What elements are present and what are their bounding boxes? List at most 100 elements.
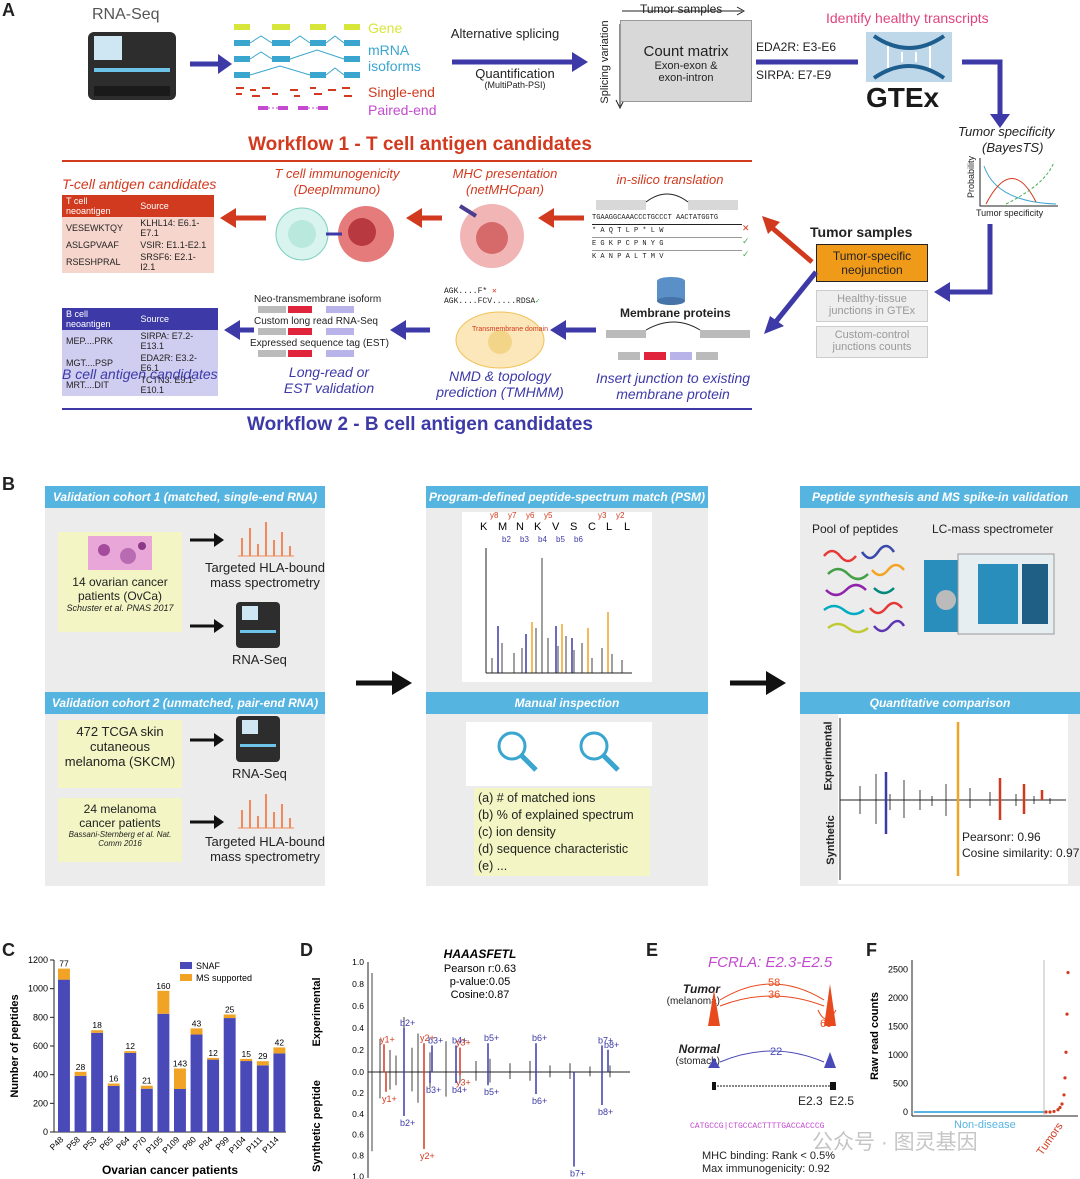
x-tick-label: P58 bbox=[64, 1134, 82, 1152]
x-tick-label: P65 bbox=[97, 1134, 115, 1152]
y-tick-label: 0 bbox=[43, 1127, 48, 1137]
arrow-red-3 bbox=[538, 208, 584, 228]
y-tick-label: 1500 bbox=[888, 1022, 908, 1032]
bayests-plot bbox=[979, 158, 1058, 207]
b-ion-label: b5 bbox=[556, 535, 565, 544]
peptide-letter: L bbox=[624, 521, 630, 533]
ion-label-top: b3+ bbox=[428, 1035, 443, 1045]
arrow-b3 bbox=[190, 733, 224, 747]
tcell-header-0: T cell neoantigen bbox=[66, 196, 111, 216]
bar-data-label: 12 bbox=[208, 1048, 218, 1058]
arrow-red-4 bbox=[762, 216, 814, 264]
quant-comparison-plot bbox=[838, 714, 1068, 884]
peptide-letter: V bbox=[552, 521, 560, 533]
legend-label-snaf: SNAF bbox=[196, 961, 221, 971]
manual-item: (e) ... bbox=[478, 859, 508, 873]
bar-ms-supported bbox=[91, 1030, 104, 1033]
agk2-seq: AGK....FCV.....RDSA✓ bbox=[444, 297, 541, 306]
agk1-seq-text: AGK....F* bbox=[444, 287, 493, 296]
workflow1-title: Workflow 1 - T cell antigen candidates bbox=[248, 134, 592, 155]
probability-axis-label: Probability bbox=[966, 155, 977, 199]
bayests-label: (BayesTS) bbox=[982, 140, 1044, 155]
tm-domain-label: Transmembrane domain bbox=[472, 326, 548, 333]
panel-e-letter: E bbox=[646, 940, 659, 960]
x-tick-label: P109 bbox=[160, 1134, 181, 1155]
ion-label-top: b6+ bbox=[532, 1033, 547, 1043]
mhc-presentation-label: MHC presentation bbox=[452, 166, 558, 181]
chart-d-stat: p-value:0.05 bbox=[450, 976, 511, 988]
bar-ms-supported bbox=[74, 1071, 87, 1076]
legend-swatch-snaf bbox=[180, 962, 192, 969]
cosine-text: Cosine similarity: 0.97 bbox=[962, 846, 1080, 860]
ion-label-bottom: b8+ bbox=[598, 1107, 613, 1117]
tumor-specificity-axis-label: Tumor specificity bbox=[976, 208, 1044, 218]
sequencer-icon-b2 bbox=[236, 716, 280, 762]
bar-snaf bbox=[107, 1085, 120, 1132]
tumor-sub-label: (melanoma) bbox=[666, 996, 720, 1007]
panel-a-letter: A bbox=[2, 0, 15, 20]
gene-label: Gene bbox=[368, 20, 403, 36]
x-tick-label: P84 bbox=[197, 1134, 215, 1152]
bar-snaf bbox=[91, 1032, 104, 1132]
x-tick-label: P80 bbox=[180, 1134, 198, 1152]
y-tick-label: 0.2 bbox=[352, 1088, 364, 1098]
ion-label-top: b2+ bbox=[400, 1018, 415, 1028]
bar-data-label: 42 bbox=[275, 1037, 285, 1047]
vc1-title: Validation cohort 1 (matched, single-end… bbox=[45, 486, 325, 508]
y-tick-label: 0.6 bbox=[352, 1130, 364, 1140]
y-tick-label: 1.0 bbox=[352, 1172, 364, 1179]
mhc-cell-illustration bbox=[458, 204, 524, 268]
bar-snaf bbox=[157, 1013, 170, 1132]
vc2-melanoma-box: 24 melanoma cancer patients Bassani-Ster… bbox=[58, 798, 182, 862]
workflow2-title: Workflow 2 - B cell antigen candidates bbox=[247, 414, 593, 435]
y-tick-label: 0.4 bbox=[352, 1109, 364, 1119]
y-tick-label: 1000 bbox=[888, 1050, 908, 1060]
y-tick-label: 2000 bbox=[888, 993, 908, 1003]
panel-d-letter: D bbox=[300, 940, 313, 960]
arrow-b-big-2 bbox=[730, 671, 786, 695]
membrane-proteins-label: Membrane proteins bbox=[620, 306, 731, 320]
arrow-blue-3 bbox=[550, 320, 596, 340]
peptide-letter: C bbox=[588, 521, 596, 533]
bar-data-label: 21 bbox=[142, 1076, 152, 1086]
mass-spec-icon-2 bbox=[238, 794, 294, 829]
y-tick-label: 600 bbox=[33, 1041, 48, 1051]
tcell-cell: SRSF6: E2.1-I2.1 bbox=[140, 252, 196, 272]
arrow-a2 bbox=[452, 52, 588, 72]
bar-data-label: 143 bbox=[173, 1059, 187, 1069]
vc1-patient-box: 14 ovarian cancer patients (OvCa) Schust… bbox=[58, 532, 182, 632]
chart-d-title: HAAASFETL bbox=[444, 947, 517, 961]
arrow-blue-2 bbox=[390, 320, 430, 340]
splicing-variation-label: Splicing variation bbox=[599, 20, 611, 104]
arrow-b2 bbox=[190, 619, 224, 633]
ion-label-bottom: b7+ bbox=[570, 1169, 585, 1179]
bcell-cell: EDA2R: E3.2-E6.1 bbox=[140, 353, 197, 373]
normal-sub-label: (stomach) bbox=[675, 1056, 720, 1067]
tumor-point bbox=[1058, 1105, 1062, 1110]
tcell-cell: ASLGPVAAF bbox=[66, 240, 119, 250]
single-end-label: Single-end bbox=[368, 84, 435, 100]
manual-item: (a) # of matched ions bbox=[478, 791, 596, 805]
y-ion-label: y5 bbox=[544, 511, 553, 520]
bar-data-label: 77 bbox=[59, 959, 69, 969]
arrow-blue-down bbox=[764, 270, 818, 334]
bar-snaf bbox=[58, 979, 70, 1132]
bar-ms-supported bbox=[190, 1028, 203, 1035]
y-tick-label: 0.8 bbox=[352, 1151, 364, 1161]
count-matrix-box: Count matrix Exon-exon & exon-intron bbox=[620, 20, 752, 102]
lcms-label: LC-mass spectrometer bbox=[932, 522, 1054, 536]
x-axis-title: Ovarian cancer patients bbox=[102, 1163, 238, 1177]
tumors-label: Tumors bbox=[1035, 1120, 1066, 1157]
mass-spec-icon-1 bbox=[238, 522, 294, 557]
x-tick-label: P64 bbox=[114, 1134, 132, 1152]
immunogenicity-label: T cell immunogenicity bbox=[274, 166, 400, 181]
bar-data-label: 15 bbox=[242, 1049, 252, 1059]
bar-snaf bbox=[124, 1052, 137, 1132]
est-label: Expressed sequence tag (EST) bbox=[250, 338, 389, 349]
b-ion-label: b6 bbox=[574, 535, 583, 544]
exon-labels: E2.3 E2.5 bbox=[798, 1094, 855, 1108]
